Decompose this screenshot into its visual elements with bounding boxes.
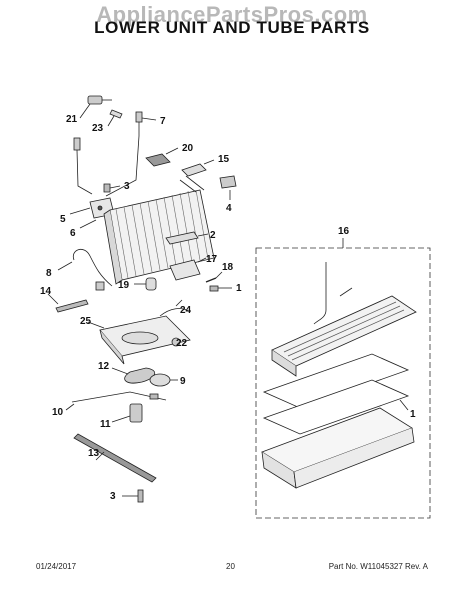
part-18-screw [205,271,223,283]
callout-12: 12 [98,361,110,372]
callout-9: 9 [180,376,186,387]
callout-21: 21 [66,114,78,125]
part-9-motor [149,373,178,387]
part-8-wiring [57,248,113,291]
callout-24: 24 [180,305,192,316]
part-4-clip [219,175,237,200]
part-12-fan-blade [111,367,155,384]
callout-23: 23 [92,123,104,134]
footer-date: 01/24/2017 [36,562,77,571]
part-11-motor [111,403,143,423]
drain-tray [261,407,415,489]
part-23-clip [107,109,123,127]
part-14-wire [47,293,89,313]
part-2-insulation [165,231,209,245]
part-20-pad [145,147,179,167]
callout-labels: 21 23 7 20 15 3 4 5 6 2 16 8 17 18 19 1 … [40,114,416,502]
callout-11: 11 [100,419,111,430]
part-21-plug [79,95,112,119]
callout-13: 13 [88,448,100,459]
callout-16: 16 [338,226,350,237]
callout-17: 17 [206,254,218,265]
condenser-coil [103,175,215,285]
callout-15: 15 [218,154,230,165]
evaporator-plate-lower [262,379,410,435]
part-3-screw-upper [103,183,121,193]
part-1-screw-upper [209,285,232,292]
callout-3-lower: 3 [110,491,116,502]
callout-18: 18 [222,262,234,273]
part-7-harness [73,111,157,197]
callout-2: 2 [210,230,216,241]
callout-7: 7 [160,116,166,127]
part-25-base-pan [87,315,191,365]
callout-22: 22 [176,338,188,349]
callout-8: 8 [46,268,52,279]
callout-20: 20 [182,143,194,154]
callout-1-upper: 1 [236,283,242,294]
footer-page-number: 20 [226,562,235,571]
part-17-bracket [169,257,207,281]
callout-6: 6 [70,228,76,239]
part-15-valve [181,159,215,177]
callout-4: 4 [226,203,232,214]
watermark: AppliancePartsPros.com [96,2,368,27]
part-24-tube [159,299,191,317]
part-1-screw-lower [149,393,159,400]
evaporator-plate-upper [262,353,410,409]
callout-14: 14 [40,286,52,297]
part-16-evaporator-assembly [271,262,417,377]
callout-10: 10 [52,407,64,418]
callout-1-lower: 1 [410,409,416,420]
part-13-strip [73,433,157,483]
callout-25: 25 [80,316,92,327]
part-19-capacitor [134,277,157,291]
page-title: LOWER UNIT AND TUBE PARTS [94,18,370,37]
callout-5: 5 [60,214,66,225]
footer-part-number: Part No. W11045327 Rev. A [328,562,428,571]
callout-3-upper: 3 [124,181,130,192]
part-3-screw-lower [122,489,144,503]
callout-19: 19 [118,280,130,291]
